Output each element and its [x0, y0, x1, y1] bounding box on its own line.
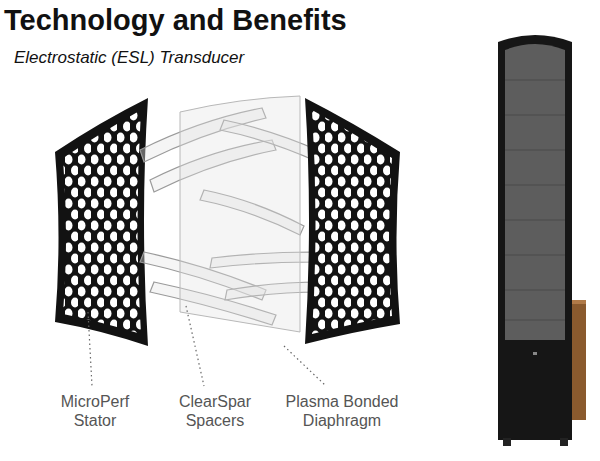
subtitle: Electrostatic (ESL) Transducer [14, 48, 244, 68]
diaphragm [180, 96, 300, 332]
right-stator [305, 98, 400, 344]
left-stator [55, 98, 148, 346]
speaker-photo [498, 35, 586, 446]
slide-title: Technology and Benefits [4, 4, 347, 37]
part-label: Plasma Bonded Diaphragm [272, 392, 412, 430]
leader-lines [88, 306, 326, 386]
part-label: ClearSpar Spacers [160, 392, 270, 430]
part-label: MicroPerf Stator [40, 392, 150, 430]
